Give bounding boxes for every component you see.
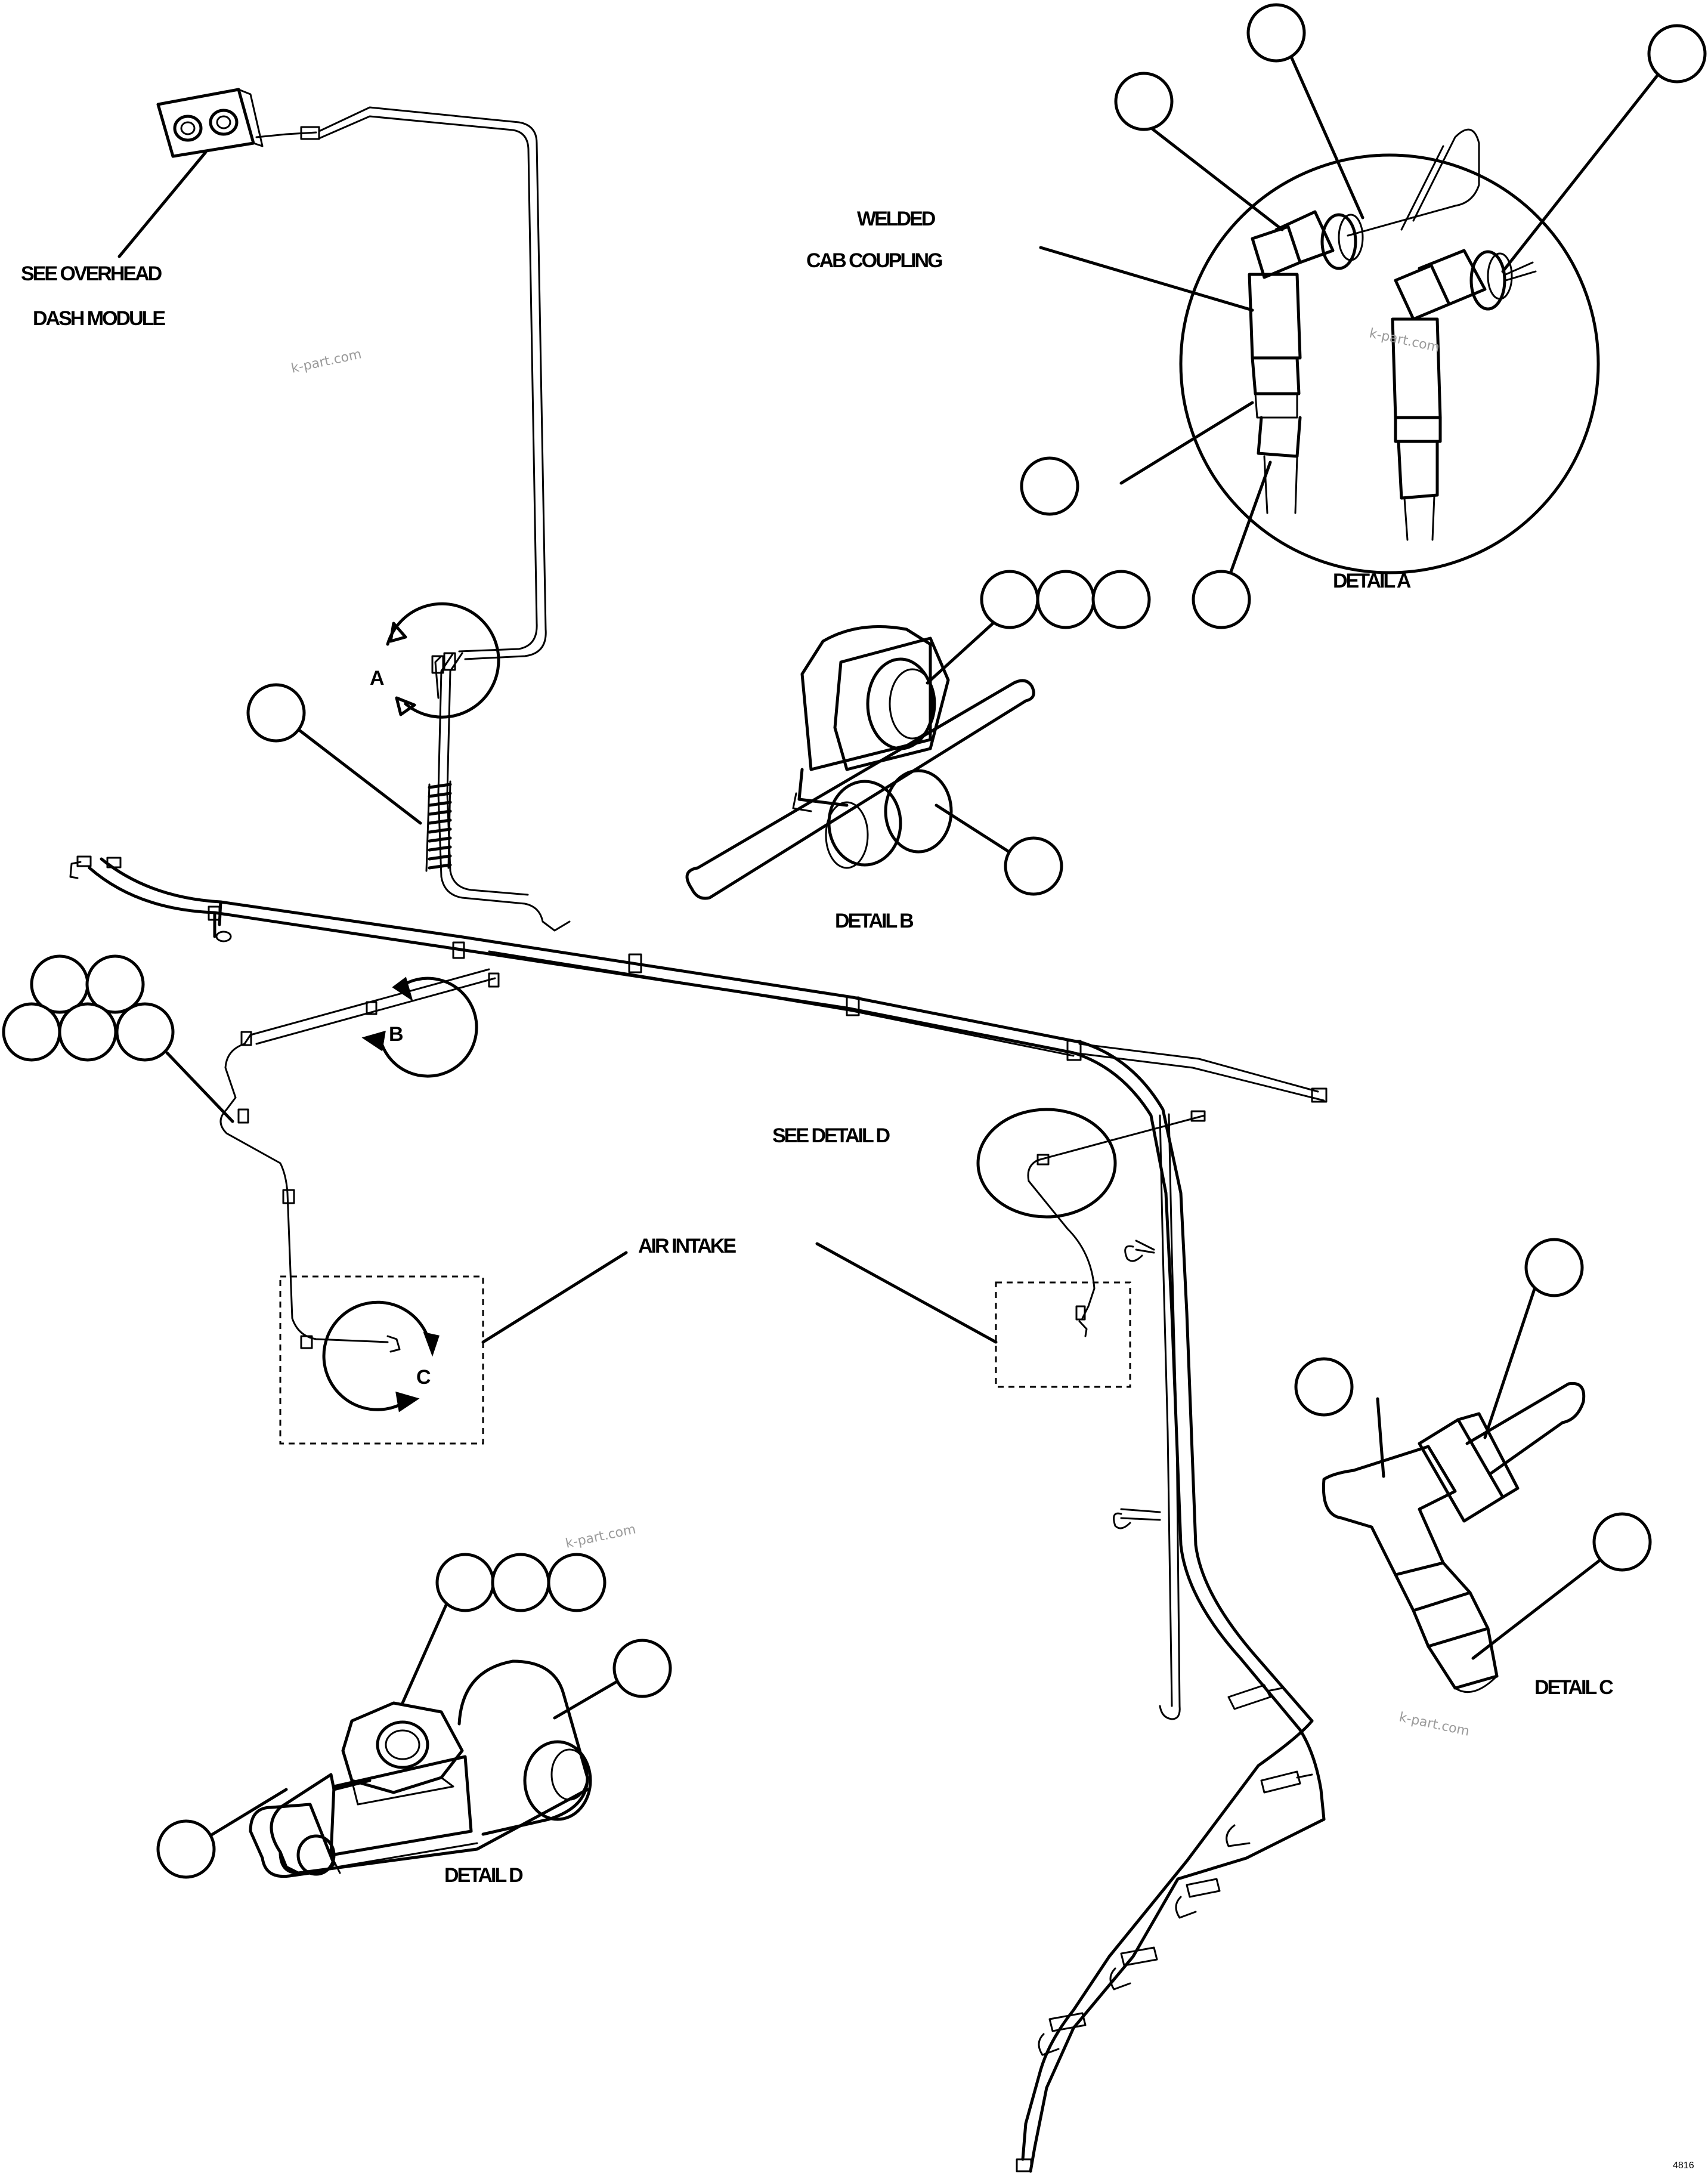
balloon-spring xyxy=(246,683,306,743)
balloon-b3 xyxy=(1091,570,1151,629)
marker-c-label: C xyxy=(416,1366,431,1389)
balloon-a4 xyxy=(1020,456,1079,516)
balloon-a1 xyxy=(1114,72,1174,131)
detail-a-label: DETAIL A xyxy=(1333,570,1411,592)
detail-a-callouts xyxy=(1020,3,1707,629)
marker-b-label: B xyxy=(389,1023,403,1046)
detail-c-label: DETAIL C xyxy=(1534,1676,1613,1699)
see-detail-d-label: SEE DETAIL D xyxy=(772,1124,890,1147)
dash-module-leader xyxy=(117,150,208,258)
air-intake-leader-right xyxy=(815,1242,998,1344)
detail-marker-b: B xyxy=(361,976,478,1078)
watermark-4: k-part.com xyxy=(1398,1710,1471,1739)
see-overhead-label-line1: SEE OVERHEAD xyxy=(21,262,162,285)
marker-a-label: A xyxy=(370,667,384,690)
detail-a xyxy=(1179,128,1600,574)
harness-clips-lower xyxy=(1038,1684,1313,2056)
air-intake-label: AIR INTAKE xyxy=(638,1235,736,1257)
detail-d-locator-circle xyxy=(976,1108,1117,1219)
balloon-c2 xyxy=(1294,1357,1354,1417)
coiled-spring-guard xyxy=(428,783,452,870)
see-overhead-label-line2: DASH MODULE xyxy=(33,307,165,330)
balloon-d2 xyxy=(491,1553,550,1612)
air-intake-leader-left xyxy=(481,1251,628,1344)
balloons-left-group xyxy=(2,954,234,1123)
detail-d-label: DETAIL D xyxy=(444,1864,523,1887)
balloon-c3 xyxy=(1592,1512,1652,1572)
spring-leader xyxy=(290,723,422,825)
watermark-2: k-part.com xyxy=(1368,326,1441,355)
balloon-d5 xyxy=(156,1819,216,1879)
detail-marker-a: A xyxy=(370,602,500,719)
air-intake-dashed-box-left xyxy=(279,1275,484,1445)
watermark-1: k-part.com xyxy=(290,347,363,376)
balloon-d1 xyxy=(435,1553,495,1612)
watermark-3: k-part.com xyxy=(564,1522,637,1551)
balloon-c1 xyxy=(1524,1238,1584,1297)
balloon-b4 xyxy=(1004,836,1063,896)
balloon-a2 xyxy=(1246,3,1306,63)
balloon-b2 xyxy=(1036,570,1096,629)
detail-c xyxy=(1294,1238,1652,1693)
welded-label-line2: CAB COUPLING xyxy=(806,249,942,272)
main-air-line-harness xyxy=(69,652,1328,2173)
detail-b-label: DETAIL B xyxy=(835,910,914,932)
balloon-d4 xyxy=(612,1639,672,1698)
air-intake-dashed-box-right xyxy=(995,1281,1131,1388)
welded-label-line1: WELDED xyxy=(857,208,936,230)
balloon-a3 xyxy=(1647,24,1707,84)
balloon-b1 xyxy=(980,570,1039,629)
detail-d xyxy=(156,1553,672,1879)
figure-number: 4816 xyxy=(1673,2161,1694,2171)
balloon-a5 xyxy=(1192,570,1251,629)
detail-b xyxy=(685,570,1151,900)
overhead-dash-module xyxy=(156,88,547,660)
detail-marker-c: C xyxy=(322,1300,440,1413)
balloon-d3 xyxy=(547,1553,607,1612)
